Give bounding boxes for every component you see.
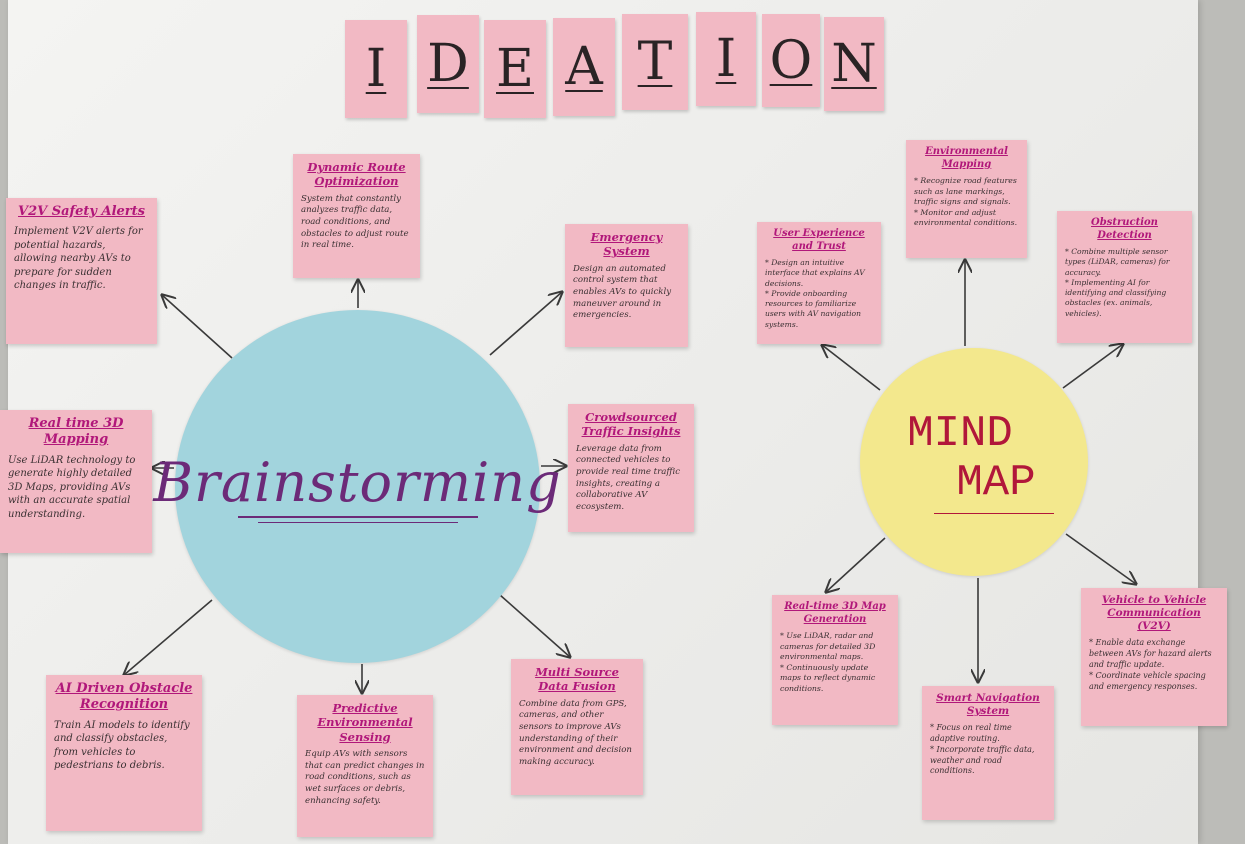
note-title: Crowdsourced Traffic Insights bbox=[581, 410, 681, 439]
title-note-a: A bbox=[553, 18, 615, 116]
title-letter: I bbox=[715, 29, 737, 89]
note-body: * Recognize road features such as lane m… bbox=[914, 176, 1018, 228]
mind-map-label-line1: MIND bbox=[907, 409, 1013, 460]
note-title: Dynamic Route Optimization bbox=[307, 160, 406, 189]
note-title: Real time 3D Mapping bbox=[28, 416, 124, 448]
arrow-to-emergency bbox=[489, 292, 562, 356]
note-title: V2V Safety Alerts bbox=[18, 204, 145, 219]
arrow-to-user-trust bbox=[822, 345, 881, 391]
note-body: * Focus on real time adaptive routing. *… bbox=[930, 723, 1035, 776]
note-body: Leverage data from connected vehicles to… bbox=[576, 443, 681, 512]
title-note-e: E bbox=[484, 20, 546, 118]
note-dynamic-route: Dynamic Route Optimization System that c… bbox=[293, 154, 420, 278]
title-letter: I bbox=[365, 39, 387, 99]
arrow-to-realtime-3d bbox=[826, 537, 886, 592]
brainstorming-underline bbox=[237, 515, 478, 518]
note-obstacle: AI Driven Obstacle Recognition Train AI … bbox=[46, 675, 202, 831]
note-title: Emergency System bbox=[590, 230, 663, 259]
note-body: * Combine multiple sensor types (LiDAR, … bbox=[1065, 247, 1170, 318]
note-predictive: Predictive Environmental Sensing Equip A… bbox=[297, 695, 433, 837]
note-smart-nav: Smart Navigation System * Focus on real … bbox=[922, 686, 1054, 820]
note-body: * Enable data exchange between AVs for h… bbox=[1089, 638, 1212, 691]
title-note-i: I bbox=[345, 20, 407, 118]
note-realtime-3d: Real-time 3D Map Generation * Use LiDAR,… bbox=[772, 595, 898, 725]
note-v2v-comm: Vehicle to Vehicle Communication (V2V) *… bbox=[1081, 588, 1227, 726]
note-emergency: Emergency System Design an automated con… bbox=[565, 224, 688, 347]
title-letter: E bbox=[496, 39, 534, 99]
note-body: Train AI models to identify and classify… bbox=[54, 719, 190, 772]
arrow-to-v2v-comm bbox=[1065, 533, 1136, 584]
title-note-d: D bbox=[417, 15, 479, 113]
note-body: Combine data from GPS, cameras, and othe… bbox=[519, 698, 632, 767]
title-note-o: O bbox=[762, 14, 820, 107]
note-env-mapping: Environmental Mapping * Recognize road f… bbox=[906, 140, 1027, 258]
note-title: Real-time 3D Map Generation bbox=[784, 601, 886, 625]
mind-map-circle: MIND MAP bbox=[860, 348, 1088, 576]
title-note-t: T bbox=[622, 14, 688, 110]
arrow-to-v2v-alerts bbox=[162, 295, 233, 359]
title-letter: O bbox=[769, 30, 813, 91]
note-body: Use LiDAR technology to generate highly … bbox=[8, 454, 136, 520]
note-title: Multi Source Data Fusion bbox=[535, 665, 619, 694]
brainstorming-underline-2 bbox=[257, 521, 458, 523]
title-letter: T bbox=[637, 32, 673, 92]
arrow-to-obstacle bbox=[124, 599, 213, 675]
title-letter: A bbox=[565, 37, 603, 97]
note-3d-mapping: Real time 3D Mapping Use LiDAR technolog… bbox=[0, 410, 152, 553]
title-note-n: N bbox=[824, 17, 884, 111]
note-title: User Experience and Trust bbox=[773, 228, 865, 252]
arrow-to-fusion bbox=[499, 594, 570, 657]
note-body: System that constantly analyzes traffic … bbox=[301, 193, 409, 251]
note-fusion: Multi Source Data Fusion Combine data fr… bbox=[511, 659, 643, 795]
brainstorming-circle: Brainstorming bbox=[153, 310, 561, 663]
mind-map-label-line2: MAP bbox=[956, 457, 1036, 508]
arrow-to-obstruction bbox=[1062, 344, 1123, 389]
note-title: Obstruction Detection bbox=[1091, 217, 1158, 241]
note-body: Equip AVs with sensors that can predict … bbox=[305, 749, 425, 806]
title-note-i2: I bbox=[696, 12, 756, 106]
note-body: * Use LiDAR, radar and cameras for detai… bbox=[780, 631, 876, 693]
note-v2v-alerts: V2V Safety Alerts Implement V2V alerts f… bbox=[6, 198, 157, 344]
note-title: Smart Navigation System bbox=[936, 692, 1040, 718]
note-body: * Design an intuitive interface that exp… bbox=[765, 258, 865, 329]
note-title: Environmental Mapping bbox=[925, 146, 1008, 170]
brainstorming-label: Brainstorming bbox=[153, 450, 562, 514]
note-crowdsourced: Crowdsourced Traffic Insights Leverage d… bbox=[568, 404, 694, 532]
title-letter: D bbox=[427, 34, 469, 94]
title-letter: N bbox=[831, 34, 877, 94]
note-title: AI Driven Obstacle Recognition bbox=[55, 681, 193, 713]
note-body: Implement V2V alerts for potential hazar… bbox=[14, 226, 143, 292]
note-body: Design an automated control system that … bbox=[573, 263, 672, 321]
note-user-trust: User Experience and Trust * Design an in… bbox=[757, 222, 881, 344]
note-title: Predictive Environmental Sensing bbox=[317, 701, 413, 744]
note-title: Vehicle to Vehicle Communication (V2V) bbox=[1101, 594, 1207, 633]
note-obstruction: Obstruction Detection * Combine multiple… bbox=[1057, 211, 1192, 343]
mind-map-underline bbox=[934, 512, 1054, 514]
